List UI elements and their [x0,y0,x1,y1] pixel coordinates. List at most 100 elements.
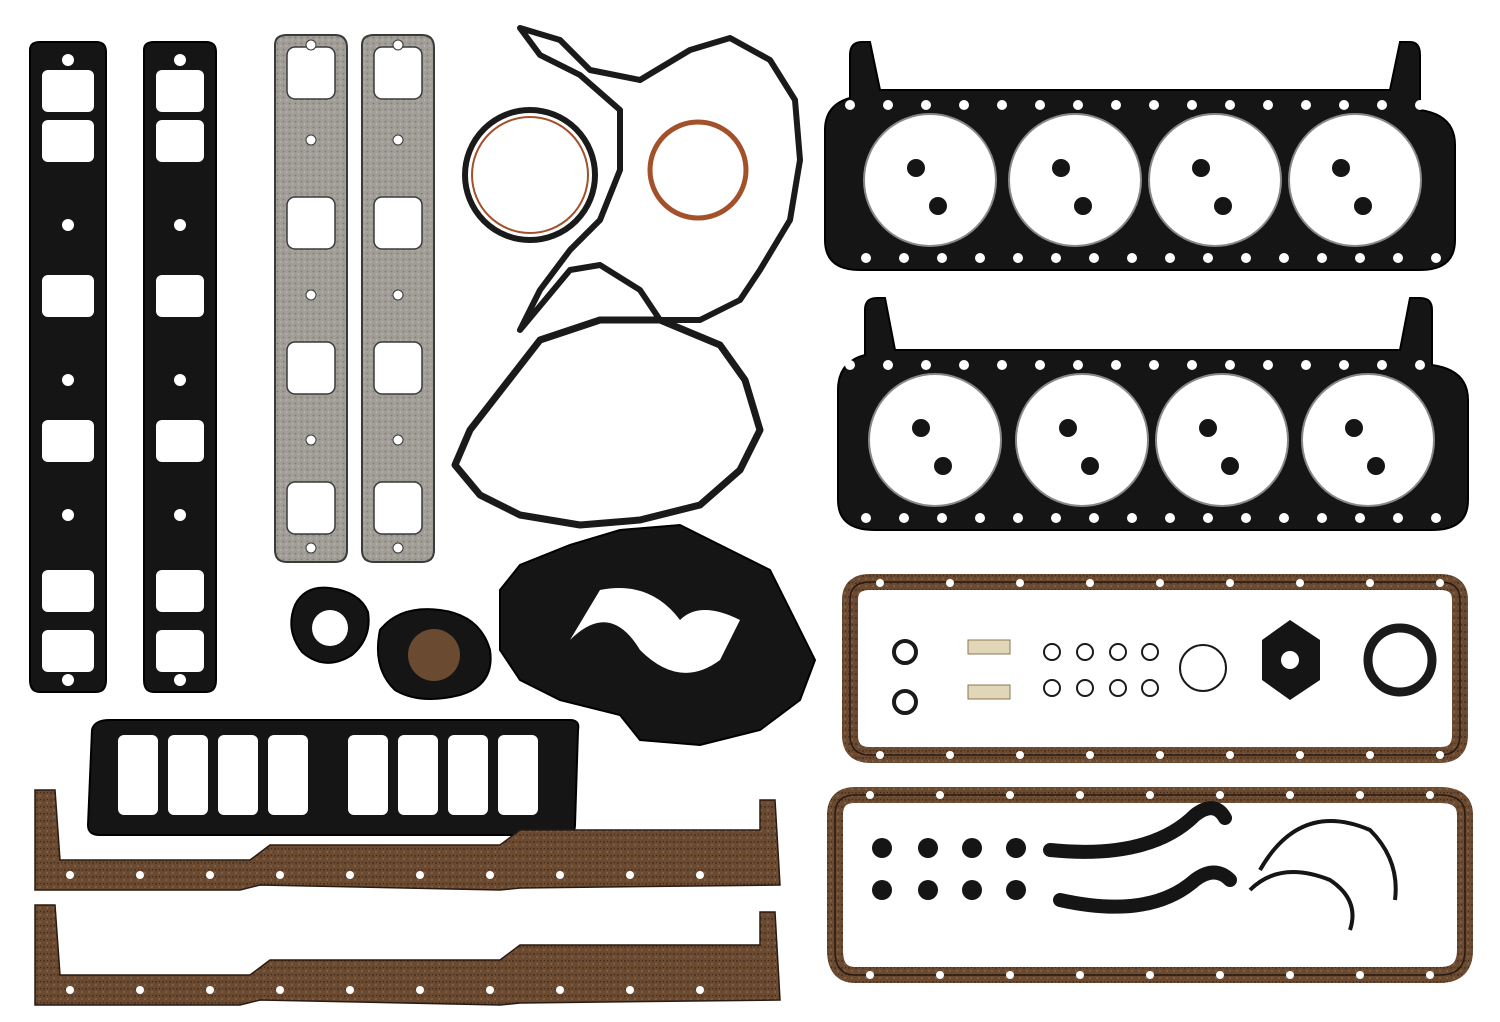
small-o-rings [1043,643,1159,697]
intake-port [42,70,94,112]
bolt-hole [1355,253,1365,263]
bolt-hole [861,253,871,263]
bolt-hole [1111,360,1121,370]
valve-stem-seal [1221,457,1239,475]
bolt-hole [936,971,944,979]
bolt-hole [136,871,144,879]
bolt-hole [883,360,893,370]
oil-pan-end-seal-pair [1043,801,1398,931]
intake-manifold-gasket-left [29,41,107,693]
bolt-hole [1377,100,1387,110]
bolt-hole [1146,971,1154,979]
intake-port [42,420,94,462]
plenum-port-holes [118,735,538,815]
valve-stem-seal [1074,197,1092,215]
valve-stem-seal [962,880,982,900]
bolt-hole [1356,971,1364,979]
seal-strip-pair [967,639,1011,700]
bolt-hole [1035,360,1045,370]
intake-port [156,570,204,612]
exhaust-port [286,46,336,100]
bolt-hole [899,253,909,263]
bolt-hole [346,986,354,994]
bolt-hole [1216,791,1224,799]
bolt-hole [1149,360,1159,370]
bolt-hole [305,39,317,51]
bolt-hole [206,986,214,994]
o-ring [1109,679,1127,697]
bolt-hole [936,791,944,799]
valve-stem-seal [1354,197,1372,215]
thermostat-housing-gasket [376,608,492,700]
valve-stem-seal [872,880,892,900]
intake-port [42,275,94,317]
bolt-hole [392,434,404,446]
bolt-hole [1156,751,1164,759]
bolt-hole [1165,513,1175,523]
timing-cover-seal-ring [647,119,749,221]
bolt-hole [276,871,284,879]
bolt-hole [845,360,855,370]
bolt-hole [1436,579,1444,587]
cylinder-bore [868,373,1002,507]
valve-stem-seal-set [872,838,1026,900]
bolt-hole [1226,751,1234,759]
bolt-hole [392,289,404,301]
bolt-hole [1286,791,1294,799]
bolt-hole [1156,579,1164,587]
intake-port [156,275,204,317]
bolt-hole [1187,100,1197,110]
bolt-hole [937,253,947,263]
bolt-hole [1263,360,1273,370]
bolt-hole [62,374,74,386]
bolt-hole [959,360,969,370]
bolt-hole [305,434,317,446]
plenum-port [118,735,158,815]
bolt-hole [1127,513,1137,523]
bolt-hole [174,509,186,521]
bolt-hole [1355,513,1365,523]
cylinder-bore [863,113,997,247]
bolt-hole [1279,513,1289,523]
bolt-hole [1241,253,1251,263]
bolt-hole [1203,513,1213,523]
bolt-hole [876,579,884,587]
bolt-hole [1339,360,1349,370]
distributor-gasket [1262,620,1320,700]
bolt-hole [1149,100,1159,110]
bolt-hole [1415,360,1425,370]
exhaust-port [373,341,423,395]
bolt-hole [486,986,494,994]
bolt-holes [66,579,1444,994]
exhaust-port [286,481,336,535]
bolt-hole [62,219,74,231]
o-ring [1141,679,1159,697]
bolt-hole [1286,971,1294,979]
water-pump-gasket-outline [451,316,764,529]
valve-stem-seal [918,880,938,900]
intake-port [156,70,204,112]
bolt-hole [626,986,634,994]
fuel-pump-gasket [290,586,370,664]
bolt-hole [1013,253,1023,263]
oil-pan-rail-gasket-bottom [34,904,781,1006]
bolt-hole [921,100,931,110]
o-ring [1043,679,1061,697]
bolt-hole [392,134,404,146]
bolt-hole [1089,253,1099,263]
bolt-hole [1263,100,1273,110]
bolt-hole [1426,791,1434,799]
bolt-hole [556,871,564,879]
bolt-hole [1187,360,1197,370]
valve-stem-seal [1367,457,1385,475]
bolt-hole [975,253,985,263]
plenum-port [398,735,438,815]
bolt-hole [1073,100,1083,110]
valve-stem-seal [934,457,952,475]
bolt-hole [276,986,284,994]
cylinder-bores [845,100,1441,523]
rear-main-seal-ring [462,107,598,243]
bolt-hole [1089,513,1099,523]
bolt-hole [845,100,855,110]
